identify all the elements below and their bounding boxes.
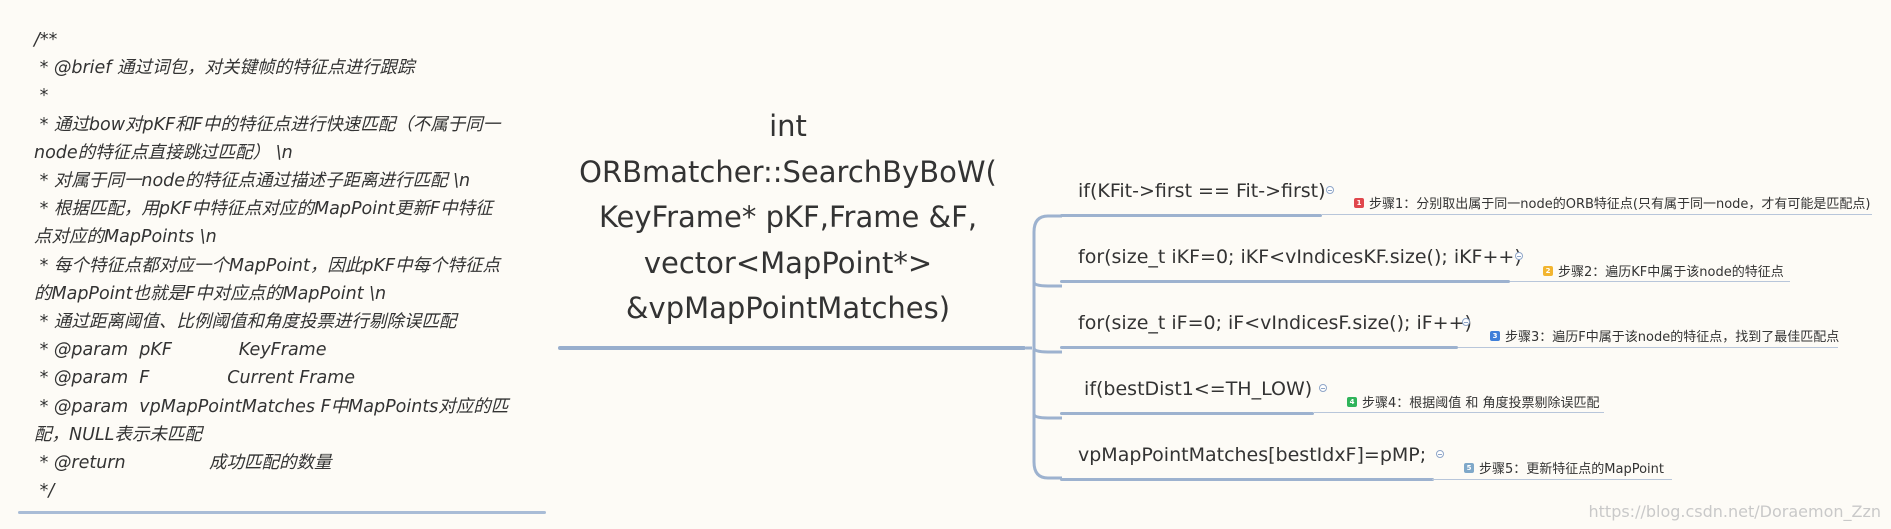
branch-underline xyxy=(1060,346,1458,349)
step-badge-icon: 4 xyxy=(1347,396,1357,407)
comment-line: * 通过距离阈值、比例阈值和角度投票进行剔除误匹配 xyxy=(34,312,457,333)
center-node-line: int xyxy=(769,109,807,143)
center-node-line: vector<MapPoint*> xyxy=(643,245,933,280)
watermark: https://blog.csdn.net/Doraemon_Zzn xyxy=(1588,502,1882,521)
step-note: 1 步骤1：分别取出属于同一node的ORB特征点(只有属于同一node，才有可… xyxy=(1354,193,1870,212)
collapse-toggle-icon[interactable] xyxy=(1462,318,1470,326)
comment-line: * 对属于同一node的特征点通过描述子距离进行匹配 \n xyxy=(34,171,471,192)
step-note-text: 步骤3：遍历F中属于该node的特征点，找到了最佳匹配点 xyxy=(1505,330,1840,345)
step-note: 3 步骤3：遍历F中属于该node的特征点，找到了最佳匹配点 xyxy=(1490,326,1839,345)
comment-line: * 根据匹配，用pKF中特征点对应的MapPoint更新F中特征 xyxy=(34,199,493,220)
comment-line: * @param pKF KeyFrame xyxy=(34,340,327,361)
step-badge-icon: 2 xyxy=(1543,265,1553,276)
branch-underline xyxy=(1060,412,1314,415)
center-node-line: &vpMapPointMatches) xyxy=(625,291,951,325)
step-note: 2 步骤2：遍历KF中属于该node的特征点 xyxy=(1543,261,1784,280)
note-underline xyxy=(1510,281,1790,282)
step-note-text: 步骤1：分别取出属于同一node的ORB特征点(只有属于同一node，才有可能是… xyxy=(1369,197,1871,212)
step-note-text: 步骤4：根据阈值 和 角度投票剔除误匹配 xyxy=(1362,396,1600,411)
step-note: 4 步骤4：根据阈值 和 角度投票剔除误匹配 xyxy=(1347,392,1600,411)
branch-code[interactable]: if(KFit->first == Fit->first) xyxy=(1078,180,1326,202)
comment-line: 点对应的MapPoints \n xyxy=(34,227,217,248)
branch-code[interactable]: if(bestDist1<=TH_LOW) xyxy=(1078,378,1313,400)
step-badge-icon: 3 xyxy=(1490,330,1500,341)
branch-underline xyxy=(1060,478,1434,481)
comment-line: */ xyxy=(34,481,55,502)
collapse-toggle-icon[interactable] xyxy=(1326,186,1334,194)
comment-node-underline xyxy=(18,511,546,514)
step-note-text: 步骤5：更新特征点的MapPoint xyxy=(1479,462,1664,477)
branch-code[interactable]: for(size_t iF=0; iF<vIndicesF.size(); iF… xyxy=(1078,312,1472,334)
step-note-text: 步骤2：遍历KF中属于该node的特征点 xyxy=(1558,265,1784,280)
comment-line: node的特征点直接跳过匹配） \n xyxy=(34,142,293,163)
comment-line: * @return 成功匹配的数量 xyxy=(34,453,332,474)
note-underline xyxy=(1322,214,1872,215)
comment-line: * @brief 通过词包，对关键帧的特征点进行跟踪 xyxy=(34,58,415,79)
comment-line: * 通过bow对pKF和F中的特征点进行快速匹配（不属于同一 xyxy=(34,114,501,135)
branch-code[interactable]: vpMapPointMatches[bestIdxF]=pMP; xyxy=(1078,444,1427,466)
note-underline xyxy=(1458,347,1838,348)
comment-line: * @param F Current Frame xyxy=(34,368,356,389)
branch-underline xyxy=(1060,280,1510,283)
doc-comment-block: /** * @brief 通过词包，对关键帧的特征点进行跟踪 * * 通过bow… xyxy=(34,26,546,505)
comment-line: 的MapPoint也就是F中对应点的MapPoint \n xyxy=(34,283,387,304)
branch-code[interactable]: for(size_t iKF=0; iKF<vIndicesKF.size();… xyxy=(1078,246,1522,268)
center-node-line: KeyFrame* pKF,Frame &F, xyxy=(598,200,978,234)
comment-line: * xyxy=(34,86,49,107)
comment-line: * @param vpMapPointMatches F中MapPoints对应… xyxy=(34,396,509,417)
step-note: 5 步骤5：更新特征点的MapPoint xyxy=(1464,458,1664,477)
step-badge-icon: 5 xyxy=(1464,462,1474,473)
collapse-toggle-icon[interactable] xyxy=(1319,384,1327,392)
central-node-underline xyxy=(558,346,1026,350)
center-node-line: ORBmatcher::SearchByBoW( xyxy=(579,154,997,189)
comment-line: 配，NULL表示未匹配 xyxy=(34,424,202,445)
note-underline xyxy=(1314,412,1604,413)
branch-underline xyxy=(1060,214,1322,217)
note-underline xyxy=(1432,479,1672,480)
comment-line: * 每个特征点都对应一个MapPoint，因此pKF中每个特征点 xyxy=(34,255,501,276)
collapse-toggle-icon[interactable] xyxy=(1515,252,1523,260)
collapse-toggle-icon[interactable] xyxy=(1436,450,1444,458)
comment-line: /** xyxy=(34,30,58,50)
step-badge-icon: 1 xyxy=(1354,197,1364,208)
